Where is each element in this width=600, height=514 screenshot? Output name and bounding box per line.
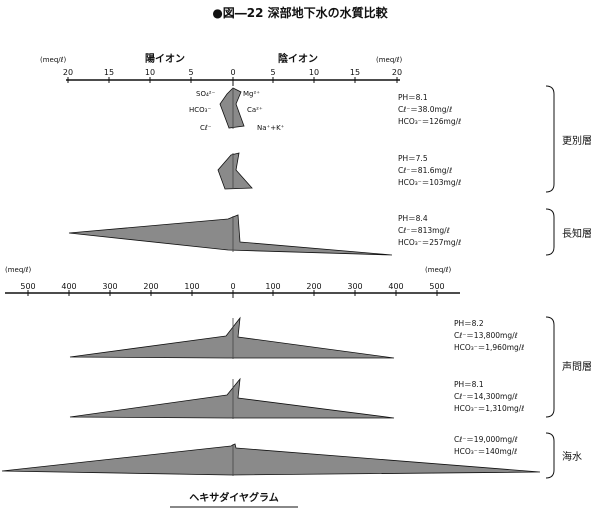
sample-2-cl: Cℓ⁻＝81.6mg/ℓ: [398, 166, 452, 175]
ion-label-hco3: HCO₃⁻: [189, 106, 211, 114]
sample-6-cl: Cℓ⁻＝19,000mg/ℓ: [454, 435, 518, 444]
bracket-g3: [545, 316, 555, 418]
top-tick: 15: [104, 68, 114, 77]
sample-1-hco3: HCO₃⁻＝126mg/ℓ: [398, 117, 461, 126]
bottom-tick: 500: [429, 282, 444, 291]
top-tick: 15: [350, 68, 360, 77]
figure-caption: ヘキサダイヤグラム: [189, 491, 278, 504]
hexagon-sample-2: [217, 152, 253, 190]
group-label-g1: 更別層: [562, 135, 592, 147]
group-label-g4: 海水: [562, 450, 582, 463]
group-brackets: 更別層 長知層 声問層 海水: [545, 85, 592, 479]
ion-label-ca: Ca²⁺: [247, 106, 263, 114]
sample-5-ph: PH＝8.1: [454, 380, 484, 389]
bottom-tick: 300: [102, 282, 117, 291]
figure-title: ●図―22 深部地下水の水質比較: [212, 5, 388, 20]
bracket-g2: [545, 208, 555, 256]
top-tick: 20: [392, 68, 402, 77]
ion-label-mg: Mg²⁺: [243, 90, 260, 98]
bottom-tick: 200: [306, 282, 321, 291]
top-tick: 10: [145, 68, 155, 77]
sample-2-ph: PH＝7.5: [398, 154, 428, 163]
sample-6-hco3: HCO₃⁻＝140mg/ℓ: [454, 447, 517, 456]
top-scale: (meq/ℓ) (meq/ℓ) 陽イオン 陰イオン 20 15 10 5 0 5…: [40, 52, 403, 86]
bottom-tick: 100: [265, 282, 280, 291]
sample-4-hco3: HCO₃⁻＝1,960mg/ℓ: [454, 343, 524, 352]
top-scale-label-anion: 陰イオン: [278, 52, 318, 65]
hexagon-sample-5: [69, 377, 395, 419]
ion-labels: SO₄²⁻ Mg²⁺ HCO₃⁻ Ca²⁺ Cℓ⁻ Na⁺+K⁺: [189, 90, 285, 132]
hexagon-sample-6: [1, 443, 541, 476]
ion-label-nak: Na⁺+K⁺: [257, 124, 285, 132]
bottom-tick: 100: [184, 282, 199, 291]
top-scale-unit-left: (meq/ℓ): [40, 56, 67, 64]
top-scale-label-cation: 陽イオン: [145, 53, 185, 65]
sample-3-cl: Cℓ⁻＝813mg/ℓ: [398, 226, 450, 235]
ion-label-cl: Cℓ⁻: [200, 124, 212, 132]
ion-label-so4: SO₄²⁻: [196, 90, 216, 98]
top-tick: 5: [188, 68, 193, 77]
bottom-scale-unit-right: (meq/ℓ): [425, 266, 452, 274]
sample-5-cl: Cℓ⁻＝14,300mg/ℓ: [454, 392, 518, 401]
bottom-tick: 400: [61, 282, 76, 291]
hexagon-sample-3: [68, 214, 393, 256]
top-tick: 5: [270, 68, 275, 77]
bottom-tick: 0: [230, 282, 235, 291]
bottom-tick: 400: [388, 282, 403, 291]
sample-annotations: PH＝8.1 Cℓ⁻＝38.0mg/ℓ HCO₃⁻＝126mg/ℓ PH＝7.5…: [398, 93, 524, 456]
hexagon-sample-1: [219, 87, 245, 129]
sample-5-hco3: HCO₃⁻＝1,310mg/ℓ: [454, 404, 524, 413]
top-tick: 20: [63, 68, 73, 77]
sample-2-hco3: HCO₃⁻＝103mg/ℓ: [398, 178, 461, 187]
bracket-g4: [545, 432, 555, 479]
bottom-scale: (meq/ℓ) (meq/ℓ) 500 400 300 200 100 0 10…: [5, 266, 460, 298]
group-label-g3: 声問層: [562, 360, 592, 373]
top-tick: 10: [309, 68, 319, 77]
group-label-g2: 長知層: [562, 227, 592, 240]
bracket-g1: [545, 85, 555, 193]
bottom-tick: 500: [20, 282, 35, 291]
bottom-tick: 200: [143, 282, 158, 291]
sample-4-ph: PH＝8.2: [454, 319, 484, 328]
bottom-tick: 300: [347, 282, 362, 291]
sample-3-ph: PH＝8.4: [398, 214, 428, 223]
top-scale-unit-right: (meq/ℓ): [376, 56, 403, 64]
hexagon-sample-4: [69, 316, 395, 359]
bottom-scale-unit-left: (meq/ℓ): [5, 266, 32, 274]
sample-4-cl: Cℓ⁻＝13,800mg/ℓ: [454, 331, 518, 340]
sample-1-cl: Cℓ⁻＝38.0mg/ℓ: [398, 105, 452, 114]
top-tick: 0: [230, 68, 235, 77]
sample-3-hco3: HCO₃⁻＝257mg/ℓ: [398, 238, 461, 247]
sample-1-ph: PH＝8.1: [398, 93, 428, 102]
